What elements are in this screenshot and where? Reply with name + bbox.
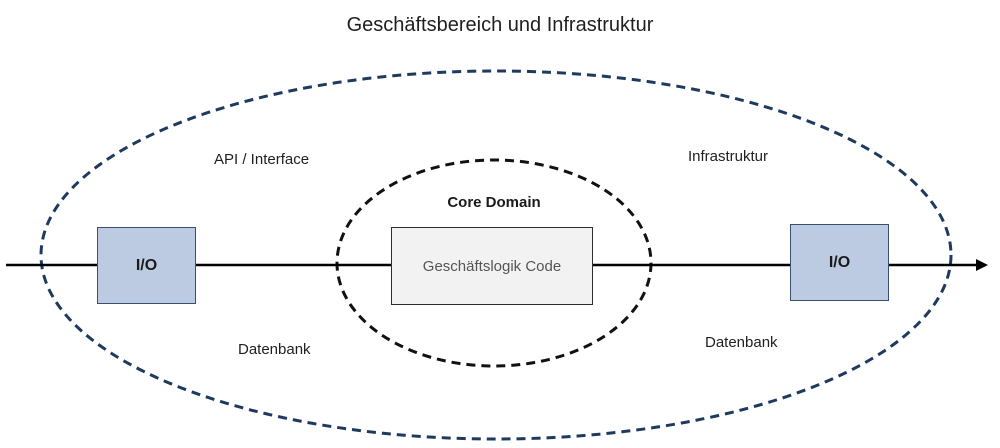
api-interface-label: API / Interface bbox=[214, 151, 310, 168]
infrastructure-label: Infrastruktur bbox=[688, 148, 769, 165]
database-right-label: Datenbank bbox=[705, 334, 778, 351]
business-logic-label: Geschäftslogik Code bbox=[422, 257, 562, 275]
core-domain-label: Core Domain bbox=[447, 194, 541, 211]
io-right-label: I/O bbox=[828, 253, 851, 271]
core-domain-ellipse bbox=[335, 158, 653, 368]
outer-boundary-ellipse bbox=[39, 69, 953, 441]
io-left-label: I/O bbox=[135, 256, 158, 274]
diagram-title: Geschäftsbereich und Infrastruktur bbox=[346, 14, 654, 36]
io-box-right: I/O bbox=[790, 224, 889, 301]
database-left-label: Datenbank bbox=[238, 341, 311, 358]
io-box-left: I/O bbox=[97, 227, 196, 304]
flow-arrowhead bbox=[976, 259, 988, 271]
business-logic-box: Geschäftslogik Code bbox=[391, 227, 593, 305]
